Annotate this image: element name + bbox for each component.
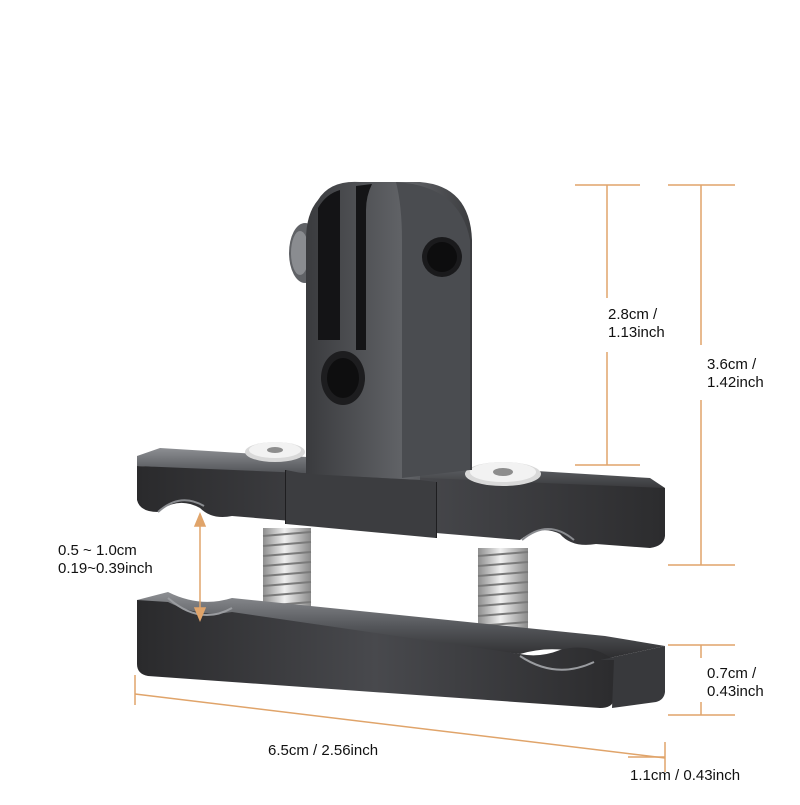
screw-head-right [465,462,541,486]
screw-left [262,528,312,612]
gopro-mount [286,181,472,538]
total-height-label: 3.6cm / 1.42inch [707,356,764,391]
dimension-total-height [668,184,735,566]
dimension-bar-height [668,644,735,716]
bar-height-label: 0.7cm / 0.43inch [707,665,764,700]
dimension-mount-height [575,184,640,466]
mount-height-label: 2.8cm / 1.13inch [608,306,665,341]
length-label: 6.5cm / 2.56inch [268,742,379,759]
dimension-clamp-gap [193,512,207,622]
screw-right [477,548,529,636]
depth-label: 1.1cm / 0.43inch [630,767,741,784]
screw-head-left [245,442,305,462]
clamp-gap-label: 0.5 ~ 1.0cm 0.19~0.39inch [58,542,153,577]
lower-clamp-bar [137,592,665,708]
